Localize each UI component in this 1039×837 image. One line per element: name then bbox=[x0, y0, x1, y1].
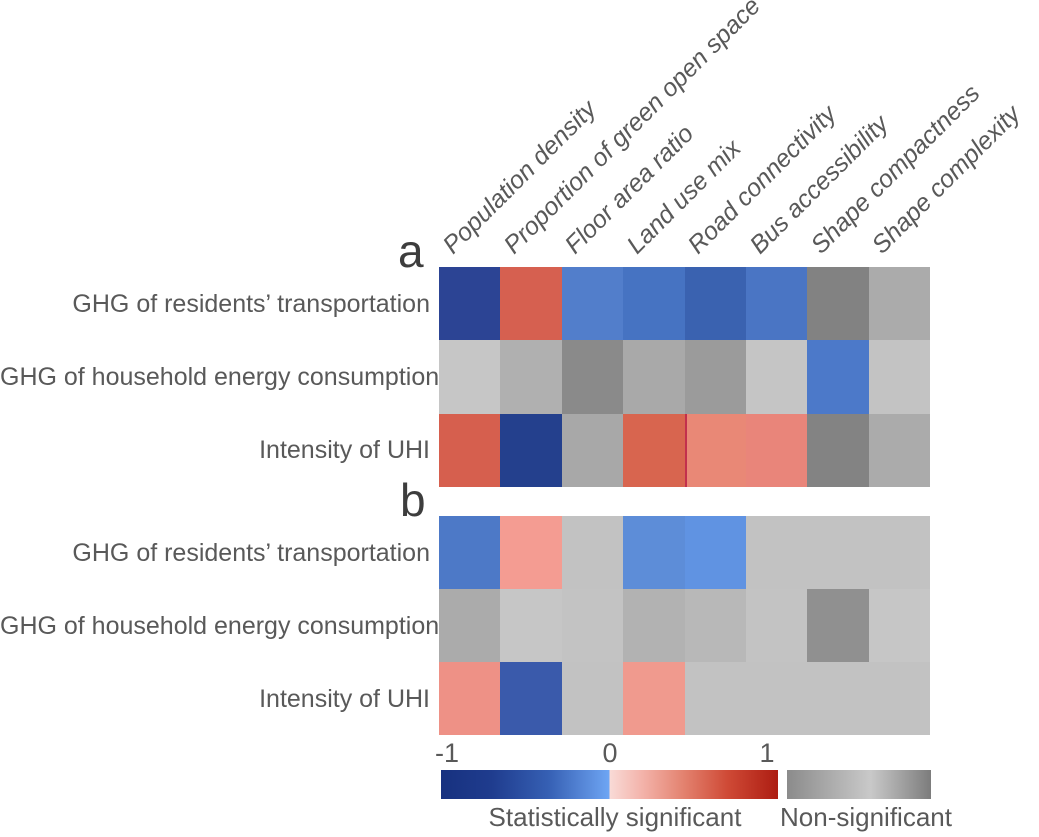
heatmap-cell bbox=[868, 340, 930, 414]
heatmap-grid-b bbox=[439, 516, 930, 735]
row-label: GHG of residents’ transportation bbox=[72, 289, 430, 318]
heatmap-cell bbox=[500, 589, 562, 662]
heatmap-cell bbox=[439, 589, 501, 662]
heatmap-cell bbox=[807, 267, 869, 341]
heatmap-cell bbox=[623, 589, 685, 662]
heatmap-cell bbox=[868, 516, 930, 589]
heatmap-cell bbox=[439, 662, 501, 735]
heatmap-cell bbox=[623, 340, 685, 414]
heatmap-cell bbox=[500, 340, 562, 414]
heatmap-cell bbox=[684, 516, 746, 589]
heatmap-cell bbox=[745, 516, 808, 589]
row-label: Intensity of UHI bbox=[259, 684, 430, 713]
heatmap-cell bbox=[561, 413, 624, 487]
legend-tick-zero: 0 bbox=[602, 738, 618, 768]
heatmap-cell bbox=[807, 589, 869, 662]
row-label: GHG of household energy consumption bbox=[0, 363, 440, 391]
legend-label-significant: Statistically significant bbox=[488, 802, 742, 832]
row-label: GHG of residents’ transportation bbox=[72, 538, 430, 567]
heatmap-cell bbox=[500, 662, 562, 735]
heatmap-cell bbox=[500, 413, 562, 487]
heatmap-cell bbox=[684, 340, 746, 414]
heatmap-cell bbox=[561, 589, 624, 662]
heatmap-cell bbox=[684, 413, 746, 487]
heatmap-cell bbox=[807, 516, 869, 589]
legend-tick-neg1: -1 bbox=[434, 738, 459, 768]
heatmap-cell bbox=[745, 413, 808, 487]
panel-a-letter: a bbox=[398, 225, 424, 277]
heatmap-cell bbox=[745, 589, 808, 662]
heatmap-cell bbox=[439, 516, 501, 589]
heatmap-cell bbox=[868, 267, 930, 341]
heatmap-cell bbox=[745, 340, 808, 414]
heatmap-cell bbox=[868, 662, 930, 735]
heatmap-cell bbox=[868, 413, 930, 487]
heatmap-cell bbox=[500, 267, 562, 341]
heatmap-grid-a bbox=[439, 267, 930, 487]
heatmap-cell bbox=[623, 516, 685, 589]
heatmap-cell bbox=[807, 340, 869, 414]
heatmap-cell bbox=[439, 267, 501, 341]
heatmap-cell bbox=[561, 662, 624, 735]
heatmap-cell bbox=[868, 589, 930, 662]
legend-colorbar-nonsignificant bbox=[787, 770, 931, 799]
heatmap-cell bbox=[684, 589, 746, 662]
legend-colorbar-significant bbox=[441, 770, 778, 799]
heatmap-cell bbox=[561, 516, 624, 589]
heatmap-cell bbox=[745, 662, 808, 735]
heatmap-cell bbox=[623, 662, 685, 735]
heatmap-cell bbox=[439, 413, 501, 487]
heatmap-cell bbox=[561, 340, 624, 414]
row-label: Intensity of UHI bbox=[259, 436, 430, 465]
row-label: GHG of household energy consumption bbox=[0, 611, 440, 640]
panel-b-letter: b bbox=[400, 474, 426, 526]
heatmap-cell bbox=[684, 662, 746, 735]
heatmap-cell bbox=[623, 413, 685, 487]
heatmap-cell bbox=[439, 340, 501, 414]
heatmap-cell bbox=[500, 516, 562, 589]
heatmap-cell bbox=[807, 413, 869, 487]
legend-label-nonsignificant: Non-significant bbox=[780, 802, 952, 832]
heatmap-cell bbox=[745, 267, 808, 341]
legend-tick-pos1: 1 bbox=[759, 738, 775, 768]
heatmap-cell bbox=[807, 662, 869, 735]
heatmap-cell bbox=[684, 267, 746, 341]
heatmap-cell bbox=[561, 267, 624, 341]
heatmap-cell bbox=[623, 267, 685, 341]
